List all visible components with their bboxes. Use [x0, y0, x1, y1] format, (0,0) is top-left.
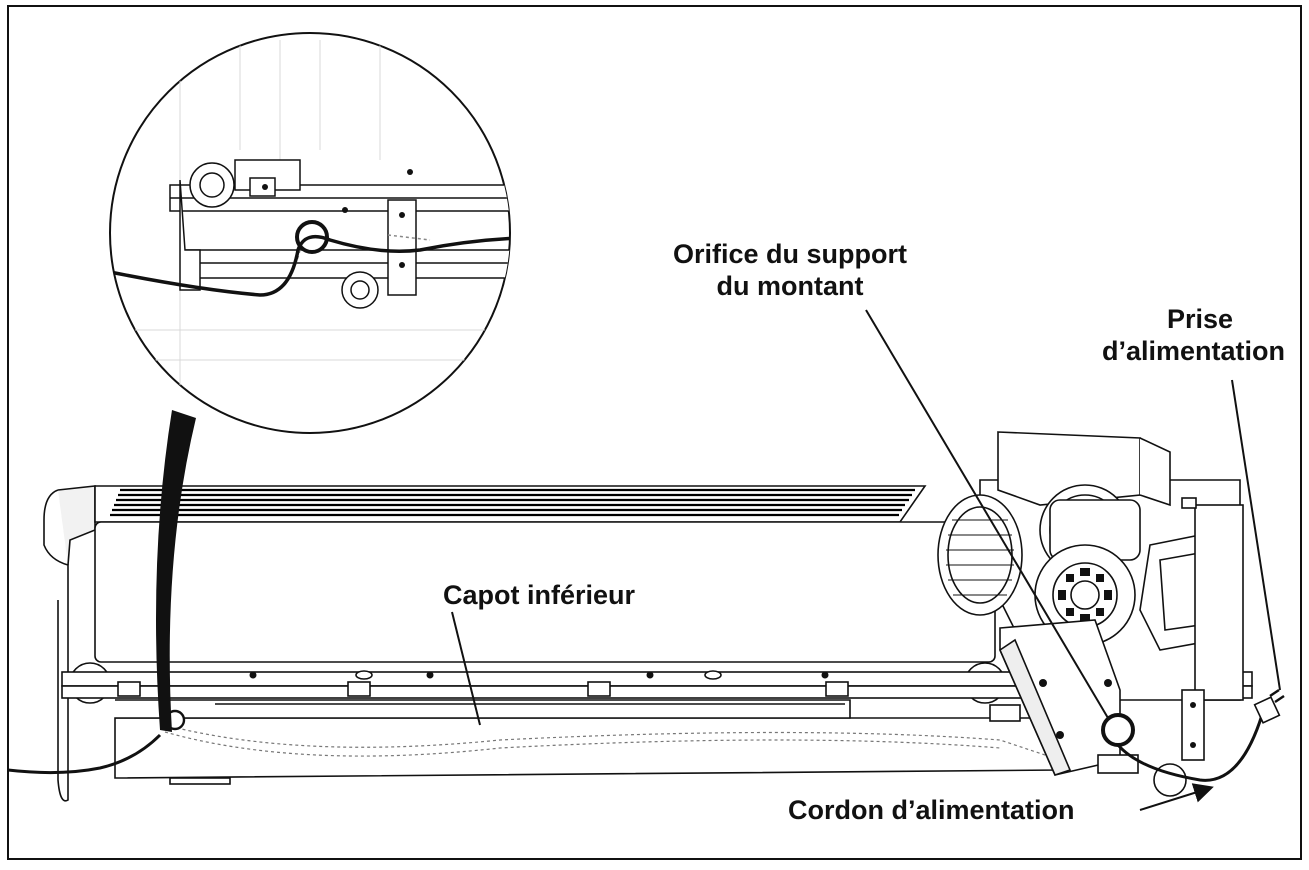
- leader-lines: [451, 309, 1281, 811]
- deck-slats: [110, 488, 915, 517]
- label-prise-line1: Prise: [1166, 304, 1234, 334]
- treadmill-base: [43, 485, 1253, 802]
- label-orifice-support: Orifice du support du montant: [640, 238, 940, 302]
- lower-hood: [114, 717, 1062, 779]
- leader-prise: [1231, 379, 1281, 691]
- label-orifice-line1: Orifice du support: [672, 239, 907, 269]
- label-cordon-alimentation: Cordon d’alimentation: [788, 795, 1075, 825]
- label-prise-line2: d’alimentation: [1101, 336, 1285, 366]
- label-capot-inferieur: Capot inférieur: [443, 580, 636, 610]
- zoom-detail: [109, 32, 511, 434]
- leader-cordon: [1139, 783, 1214, 811]
- label-prise-alimentation: Prise d’alimentation: [1055, 303, 1285, 367]
- leader-capot: [451, 611, 481, 726]
- power-cord-right: [1116, 714, 1264, 782]
- label-orifice-line2: du montant: [716, 271, 864, 301]
- zoom-connector: [156, 410, 196, 732]
- rear-endcap: [43, 489, 69, 802]
- motor-assembly: [937, 431, 1244, 797]
- power-plug: [1253, 688, 1285, 724]
- leader-orifice: [865, 309, 1109, 719]
- power-cord-left: [7, 733, 162, 775]
- mount-orifice: [1101, 713, 1135, 747]
